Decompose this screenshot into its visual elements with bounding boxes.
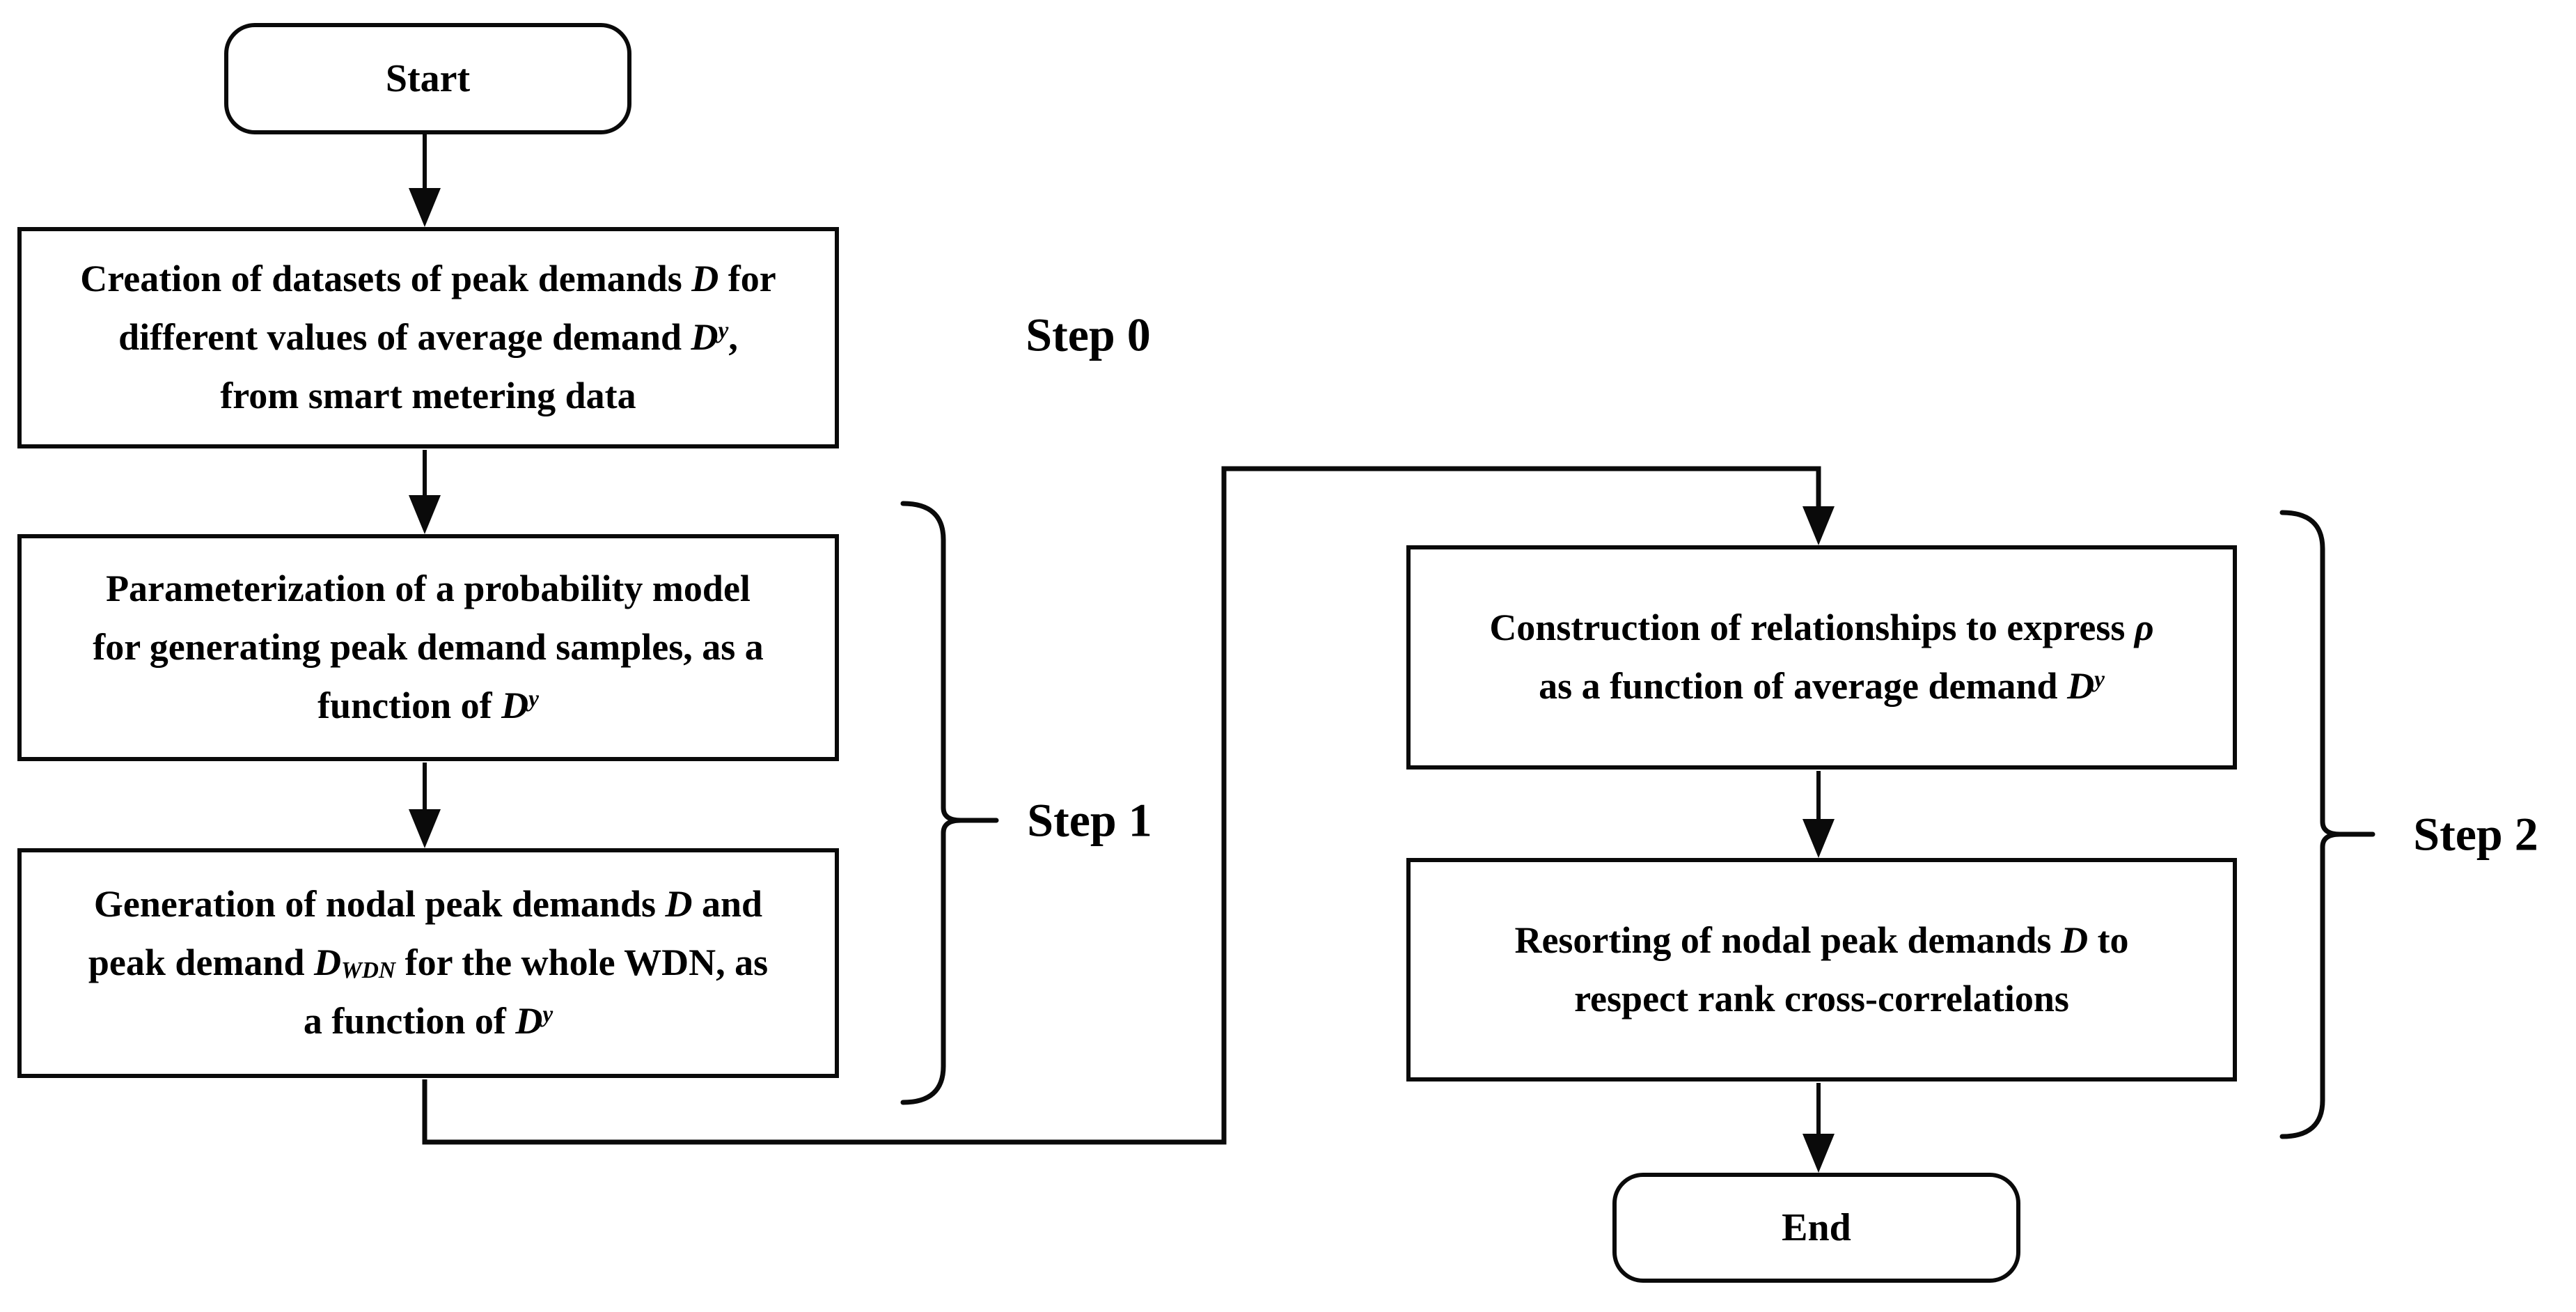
start-label: Start (385, 57, 471, 100)
text-line: Creation of datasets of peak demands D f… (80, 258, 776, 300)
text-line: as a function of average demand Dy (1539, 665, 2105, 707)
text-line: different values of average demand Dy, (118, 316, 738, 359)
text-line: Resorting of nodal peak demands D to (1514, 919, 2129, 961)
step-1-brace (900, 501, 999, 1105)
arrow-resorting-to-end (1803, 1083, 1835, 1173)
text-line: function of Dy (317, 684, 539, 726)
text-line: peak demand DWDN for the whole WDN, as (88, 942, 769, 984)
arrow-parameterization-to-generation (409, 763, 441, 848)
text-line: a function of Dy (303, 999, 553, 1042)
step-2-brace (2279, 510, 2375, 1139)
text-line: respect rank cross-correlations (1574, 977, 2069, 1020)
start-node: Start (224, 23, 631, 134)
text-line: for generating peak demand samples, as a (93, 626, 764, 669)
step-1-label: Step 1 (1027, 793, 1152, 847)
arrow-start-to-datasets (409, 134, 441, 227)
arrow-datasets-to-parameterization (409, 450, 441, 534)
process-box-construction: Construction of relationships to express… (1406, 545, 2237, 770)
process-box-datasets: Creation of datasets of peak demands D f… (17, 227, 839, 448)
end-label: End (1782, 1206, 1851, 1249)
text-line: from smart metering data (220, 374, 636, 416)
text-line: Construction of relationships to express… (1489, 607, 2154, 649)
text-line: Parameterization of a probability model (106, 568, 751, 610)
connector-generation-to-construction (422, 466, 1835, 1145)
process-box-parameterization: Parameterization of a probability model f… (17, 534, 839, 761)
arrow-construction-to-resorting (1803, 771, 1835, 858)
process-box-generation: Generation of nodal peak demands D and pe… (17, 848, 839, 1078)
step-0-label: Step 0 (1026, 308, 1151, 361)
text-line: Generation of nodal peak demands D and (93, 883, 763, 926)
process-box-resorting: Resorting of nodal peak demands D to resp… (1406, 858, 2237, 1081)
step-2-label: Step 2 (2413, 807, 2538, 861)
end-node: End (1612, 1173, 2020, 1283)
